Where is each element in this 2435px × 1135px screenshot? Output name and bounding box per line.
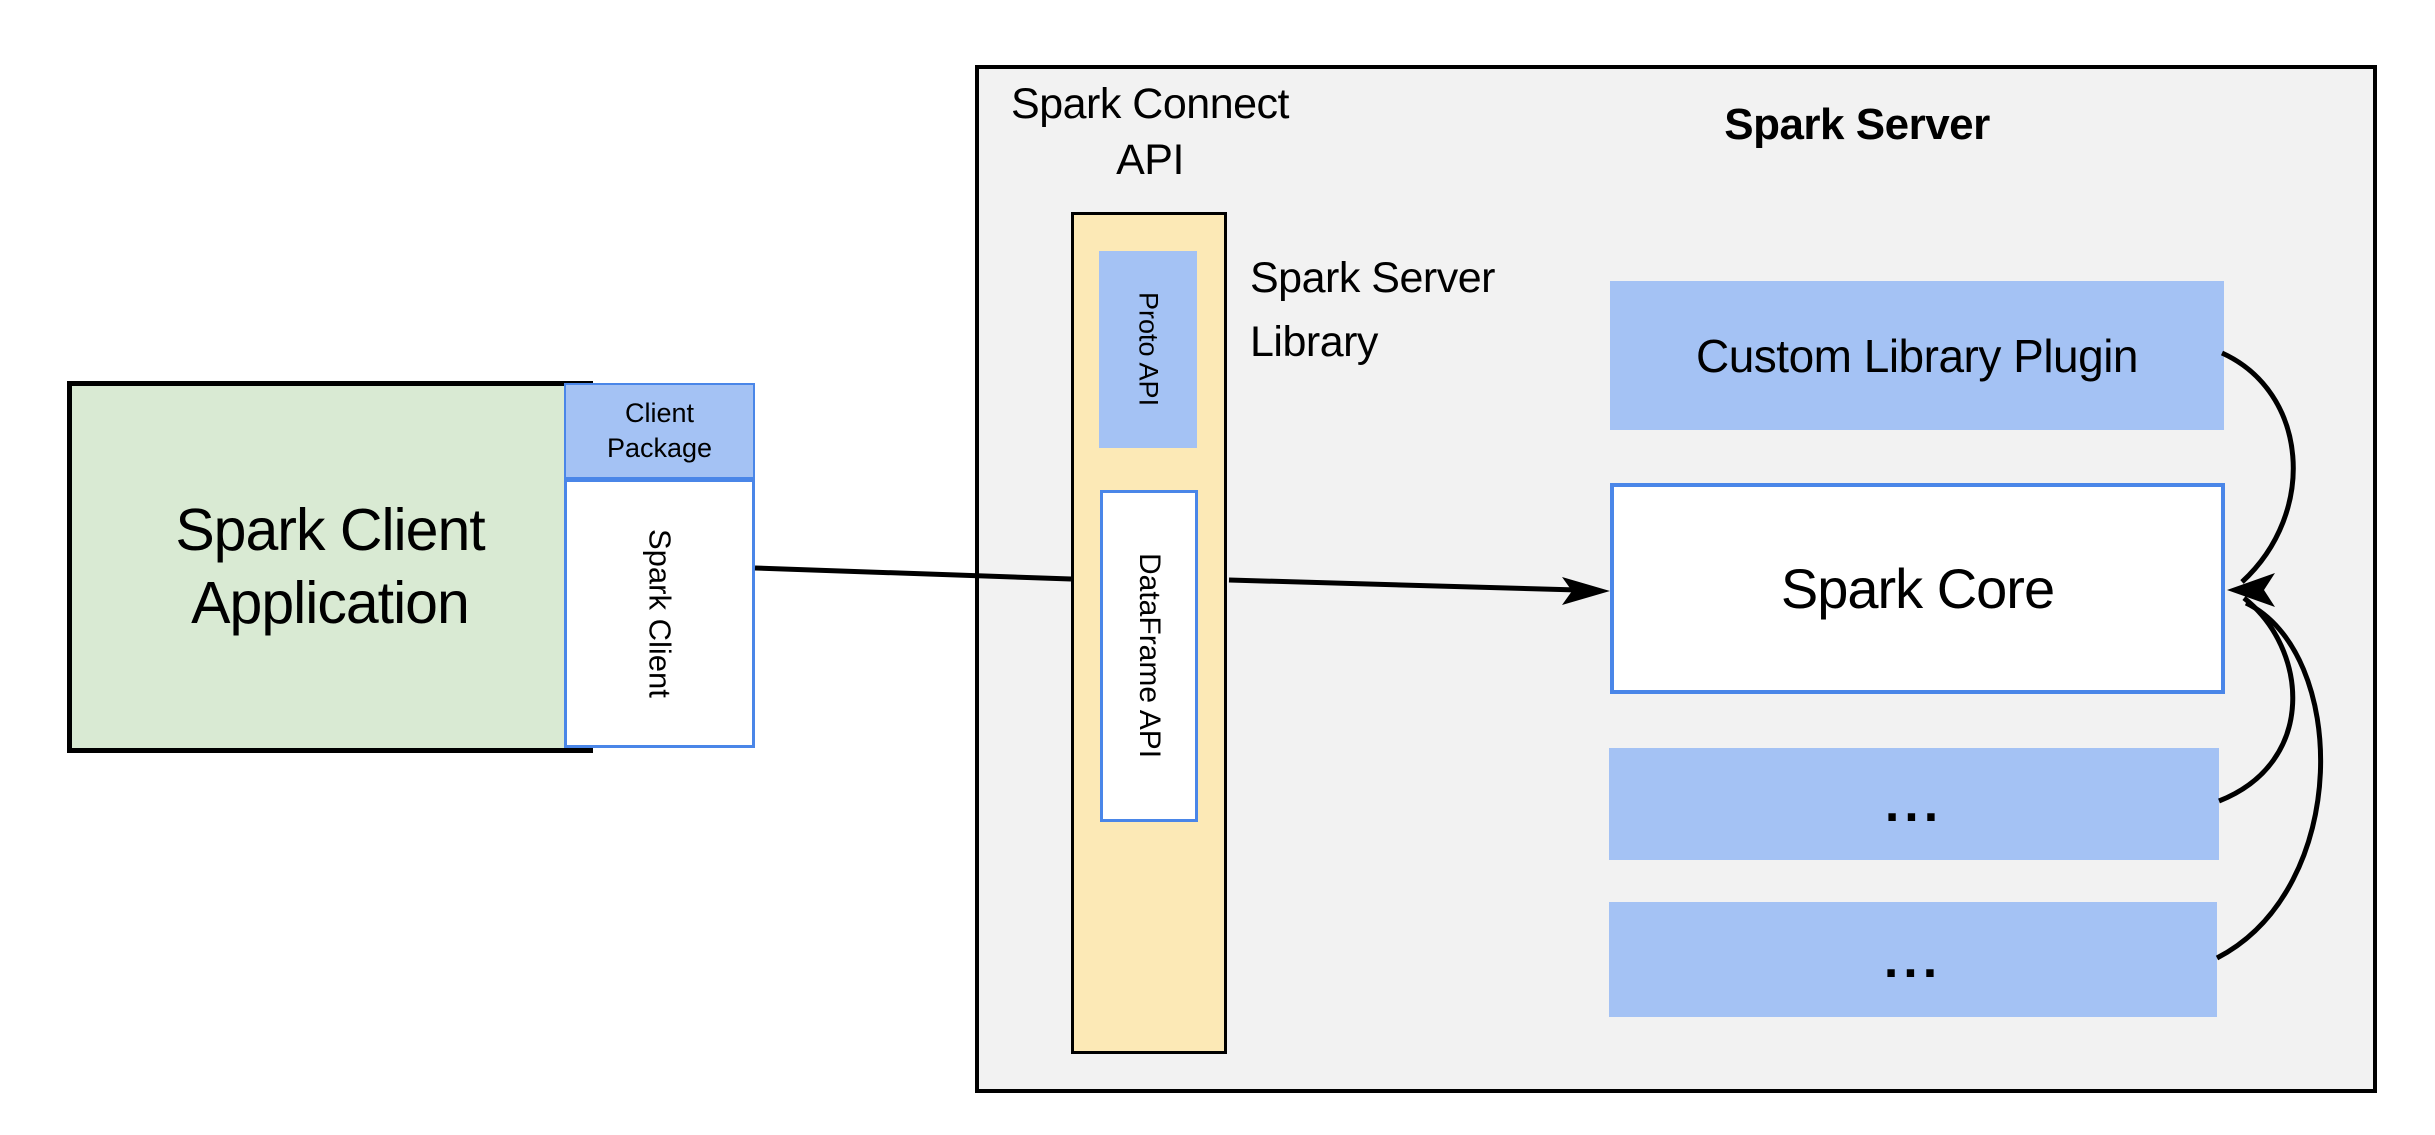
spark-client-application-box: Spark Client Application bbox=[67, 381, 593, 753]
plugin-placeholder-label-2: ... bbox=[1883, 930, 1943, 989]
plugin-placeholder-box-2: ... bbox=[1609, 902, 2217, 1017]
spark-client-box: Spark Client bbox=[564, 479, 755, 748]
plugin-placeholder-label-1: ... bbox=[1884, 775, 1944, 833]
plugin-placeholder-box-1: ... bbox=[1609, 748, 2219, 860]
client-package-box: Client Package bbox=[564, 383, 755, 479]
spark-client-application-label: Spark Client Application bbox=[175, 494, 485, 640]
spark-server-title: Spark Server bbox=[1724, 100, 1990, 149]
spark-core-box: Spark Core bbox=[1610, 483, 2225, 694]
spark-connect-api-title-line2: API bbox=[1116, 136, 1184, 184]
spark-server-library-label: Spark Server Library bbox=[1250, 246, 1580, 374]
dataframe-api-box: DataFrame API bbox=[1100, 490, 1198, 822]
client-package-label: Client Package bbox=[607, 396, 712, 466]
spark-connect-api-title: Spark Connect API bbox=[990, 76, 1310, 188]
client-package-label-line2: Package bbox=[606, 433, 713, 463]
custom-library-plugin-box: Custom Library Plugin bbox=[1610, 281, 2224, 430]
proto-api-box: Proto API bbox=[1099, 251, 1197, 448]
spark-client-label: Spark Client bbox=[642, 529, 678, 698]
spark-server-library-label-line1: Spark Server bbox=[1250, 254, 1495, 302]
spark-server-library-label-line2: Library bbox=[1250, 318, 1378, 366]
spark-client-application-label-line2: Application bbox=[191, 570, 470, 636]
spark-client-application-label-line1: Spark Client bbox=[175, 497, 485, 563]
custom-library-plugin-label: Custom Library Plugin bbox=[1695, 329, 2139, 382]
spark-core-label: Spark Core bbox=[1780, 557, 2055, 620]
proto-api-label: Proto API bbox=[1133, 292, 1164, 407]
dataframe-api-label: DataFrame API bbox=[1133, 553, 1166, 759]
client-package-label-line1: Client bbox=[624, 398, 694, 428]
spark-connect-api-title-line1: Spark Connect bbox=[1011, 80, 1289, 128]
